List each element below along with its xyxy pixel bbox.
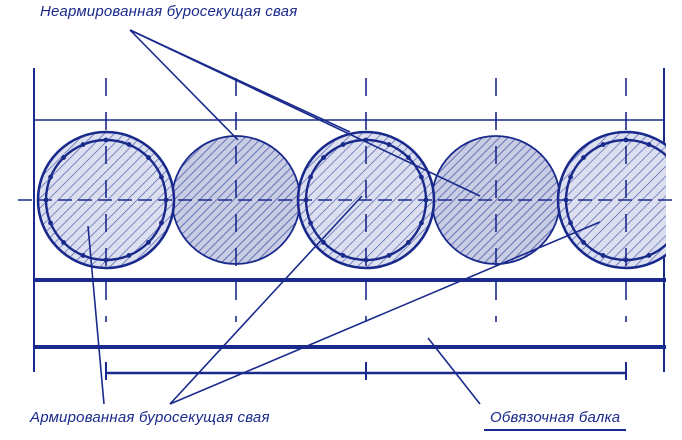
rebar-dot — [61, 240, 66, 245]
rebar-dot — [406, 155, 411, 160]
leader-left-2 — [169, 195, 363, 405]
rebar-dot — [419, 220, 424, 226]
rebar-dot — [623, 137, 629, 143]
capping-beam-label-underline — [484, 429, 627, 431]
leader-lines — [87, 29, 601, 405]
rebar-dot — [308, 220, 313, 226]
rebar-dot — [103, 137, 109, 143]
rebar-dot — [308, 174, 313, 180]
rebar-dot — [61, 155, 66, 160]
rebar-dot — [48, 220, 53, 226]
rebar-dot — [126, 142, 132, 147]
leader-left-3 — [169, 221, 601, 405]
rebar-dot — [159, 174, 164, 180]
rebar-dot — [80, 142, 86, 147]
rebar-dot — [419, 174, 424, 180]
rebar-dot — [666, 155, 671, 160]
rebar-dot — [646, 253, 652, 258]
rebar-dot — [386, 253, 392, 258]
leader-top-1 — [129, 29, 239, 141]
rebar-dot — [646, 142, 652, 147]
rebar-dot — [581, 155, 586, 160]
rebar-dot — [568, 174, 573, 180]
leader-right — [427, 337, 481, 405]
rebar-dot — [581, 240, 586, 245]
rebar-dot — [48, 174, 53, 180]
rebar-dot — [80, 253, 86, 258]
rebar-dot — [146, 240, 151, 245]
rebar-dot — [340, 142, 346, 147]
rebar-dot — [159, 220, 164, 226]
rebar-dot — [600, 142, 606, 147]
rebar-dot — [321, 240, 326, 245]
rebar-dot — [146, 155, 151, 160]
reinforced-pile-label: Армированная буросекущая свая — [30, 409, 270, 426]
pile-centerlines — [105, 78, 627, 322]
leader-top-3 — [129, 29, 351, 133]
capping-beam-label-text: Обвязочная балка — [490, 409, 621, 426]
rebar-dot — [386, 142, 392, 147]
unreinforced-pile-label: Неармированная буросекущая свая — [40, 3, 298, 20]
rebar-dot — [126, 253, 132, 258]
capping-beam-label: Обвязочная балка — [484, 409, 627, 431]
rebar-dot — [406, 240, 411, 245]
rebar-dot — [568, 220, 573, 226]
leader-left-1 — [87, 225, 105, 405]
rebar-dot — [340, 253, 346, 258]
rebar-dot — [321, 155, 326, 160]
rebar-dot — [600, 253, 606, 258]
rebar-dot — [666, 240, 671, 245]
